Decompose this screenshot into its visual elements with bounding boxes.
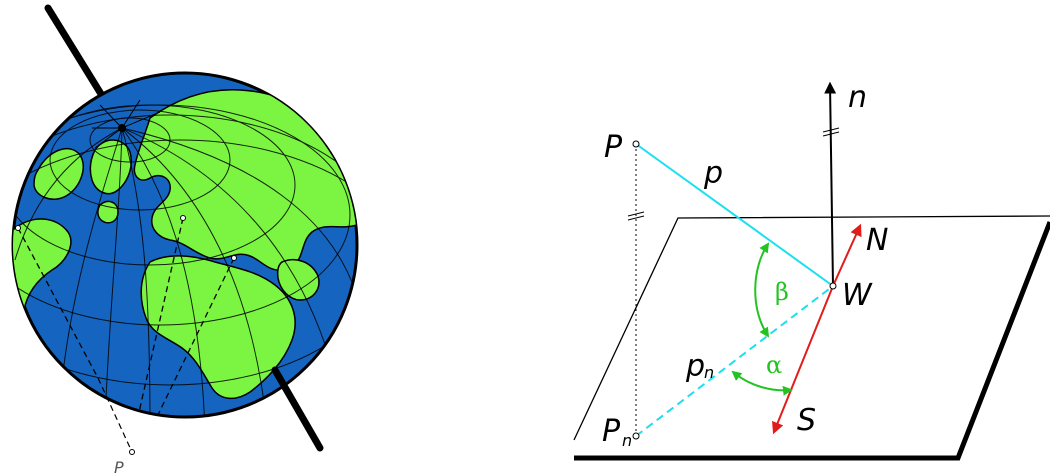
landmass-africa (140, 255, 296, 400)
label-point-p: P (604, 130, 623, 165)
globe-bottom-point (129, 449, 135, 455)
label-south: S (797, 403, 816, 438)
label-point-pn: P (602, 414, 621, 449)
label-point-pn-sub: n (622, 431, 632, 450)
label-alpha: α (766, 351, 782, 379)
pole-rays (92, 99, 161, 149)
globe-bottom-label: P (114, 458, 124, 475)
label-projection-pn-sub: n (704, 363, 714, 382)
landmass-uk (97, 200, 119, 224)
globe-figure: P (11, 4, 359, 475)
label-projection-pn: p (685, 349, 705, 384)
plane-back-edge (573, 215, 1050, 441)
south-arrow (772, 285, 834, 435)
parallel-lines (13, 104, 357, 417)
label-normal-n: n (848, 80, 867, 115)
landmass-arabia (276, 258, 320, 301)
angle-beta-arc (754, 242, 770, 338)
tick-mark-n1 (822, 127, 840, 133)
label-beta: β (775, 278, 789, 306)
label-north: N (866, 223, 888, 258)
point-p-marker (632, 140, 640, 148)
plane-diagram: P p n N W S p n P n β α (573, 80, 1050, 461)
segment-p (635, 143, 834, 287)
projection-lines (17, 217, 235, 417)
tick-mark-n2 (822, 131, 840, 137)
globe-points (15, 215, 237, 261)
tick-mark-1 (627, 211, 645, 217)
plane-front-edge (574, 221, 1050, 461)
point-pn-marker (632, 432, 640, 440)
landmass-greenland (33, 148, 84, 200)
segment-pn (635, 285, 834, 437)
point-w-marker (829, 282, 837, 290)
normal-vector (824, 81, 837, 287)
north-arrow (832, 223, 862, 287)
tick-mark-2 (627, 215, 645, 221)
earth-axis-lower (271, 366, 324, 452)
label-origin-w: W (842, 278, 873, 313)
globe-icon (11, 71, 359, 419)
label-segment-p: p (703, 156, 723, 191)
meridian-lines (14, 127, 356, 417)
angle-alpha-arc (731, 370, 793, 396)
